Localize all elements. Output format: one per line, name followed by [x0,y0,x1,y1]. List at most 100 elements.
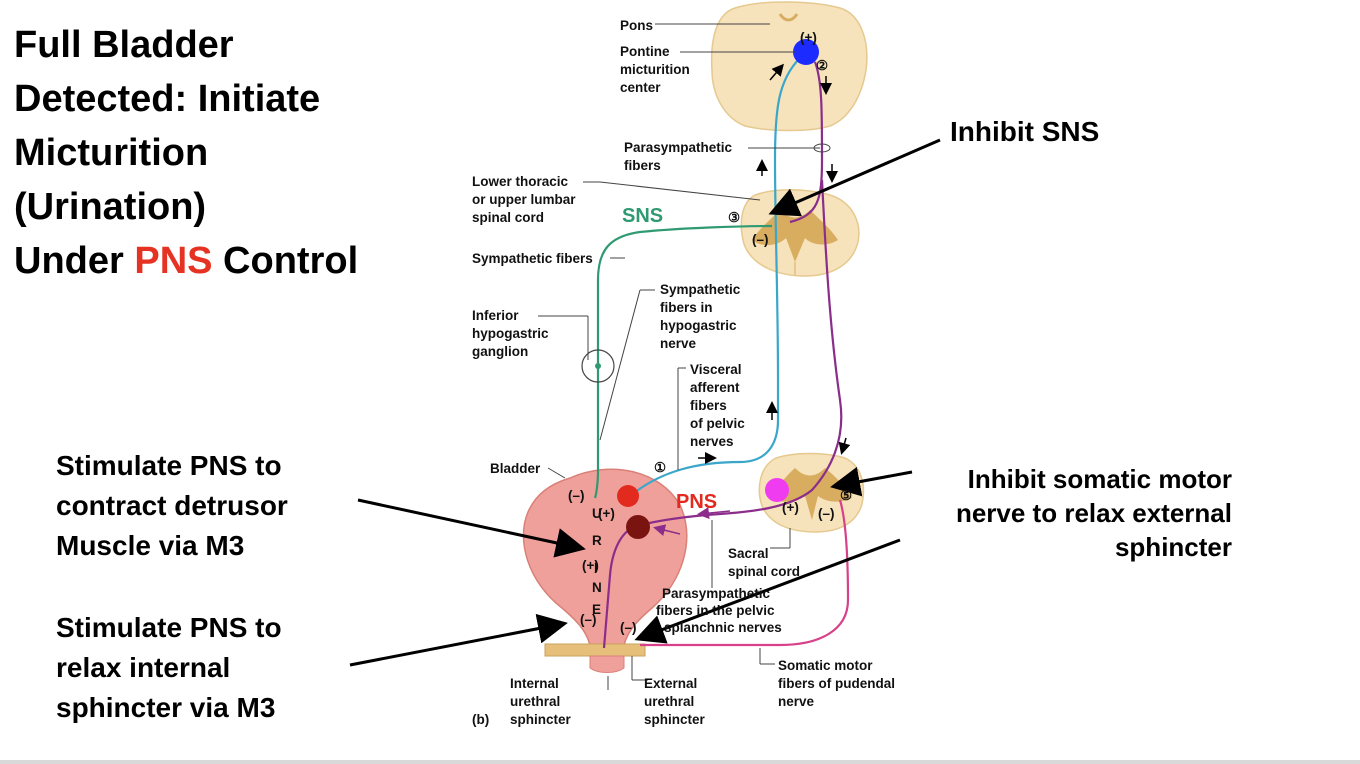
urethra [589,655,625,673]
internal-sphincter-dot [626,515,650,539]
sign-minus: (–) [818,506,835,521]
label-internal-3: sphincter [510,712,572,727]
label-ganglion-1: Inferior [472,308,519,323]
step-number-3: ③ [728,210,740,225]
sign-minus: (–) [620,620,637,635]
title-line: Full Bladder [14,24,234,66]
note-line: Stimulate PNS to [56,612,282,643]
title-line: Under PNS Control [14,234,444,288]
label-visceral-5: nerves [690,434,734,449]
urine-letter: U [592,506,602,521]
title-text: Control [212,240,359,282]
label-panel-b: (b) [472,712,489,727]
label-symp-hypo-3: hypogastric [660,318,737,333]
note-internal-sphincter: Stimulate PNS to relax internal sphincte… [56,608,282,728]
sign-plus: (+) [598,506,615,521]
slide-bottom-border [0,760,1360,764]
label-sacral-2: spinal cord [728,564,800,579]
note-line: relax internal [56,652,231,683]
direction-arrows [698,63,851,464]
label-thoracic-1: Lower thoracic [472,174,569,189]
label-visceral-1: Visceral [690,362,742,377]
label-sns: SNS [622,205,663,227]
label-visceral-2: afferent [690,380,740,395]
label-thoracic-3: spinal cord [472,210,544,225]
urine-letter: N [592,580,602,595]
label-internal-2: urethral [510,694,560,709]
label-pns: PNS [676,491,717,513]
label-symp-hypo-4: nerve [660,336,697,351]
note-line: sphincter [1114,532,1232,562]
label-visceral-4: of pelvic [690,416,745,431]
annotation-arrows [349,138,941,667]
note-line: Inhibit somatic motor [967,464,1232,494]
note-detrusor: Stimulate PNS to contract detrusor Muscl… [56,446,288,566]
inferior-hypogastric-ganglion [581,349,615,383]
urine-letter: I [594,560,598,575]
note-inhibit-sns: Inhibit SNS [950,116,1100,147]
label-thoracic-2: or upper lumbar [472,192,576,207]
label-pontine-2: micturition [620,62,690,77]
sign-plus: (+) [800,30,817,45]
pons-shape [710,1,868,132]
pns-pathway [602,179,843,649]
sign-minus: (–) [752,232,769,247]
title-line: Micturition [14,132,209,174]
detrusor-dot [617,485,639,507]
pons-center-dot [793,39,819,65]
note-line: contract detrusor [56,490,288,521]
leader-lines [538,23,820,690]
sign-plus: (+) [782,500,799,515]
descending-pathway [789,61,824,224]
title-pns-highlight: PNS [134,240,213,282]
slide-title: Full Bladder Detected: Initiate Micturit… [14,18,444,288]
label-external-1: External [644,676,697,691]
afferent-pathway [627,57,801,499]
sign-minus: (–) [568,488,585,503]
step-number-1: ① [654,460,666,475]
note-line: nerve to relax external [955,498,1232,528]
external-sphincter-band [544,643,646,657]
urine-letter: E [592,602,601,617]
title-line: Detected: Initiate [14,78,321,120]
label-sacral-1: Sacral [728,546,769,561]
bladder-shape [522,468,688,646]
label-splanchnic-3: splanchnic nerves [664,620,782,635]
note-somatic: Inhibit somatic motor nerve to relax ext… [900,462,1232,564]
pons-notch [778,13,799,22]
title-line: (Urination) [14,186,207,228]
label-pontine-3: center [620,80,661,95]
somatic-pathway [640,499,850,647]
label-pons: Pons [620,18,653,33]
sign-plus: (+) [582,558,599,573]
label-splanchnic-2: fibers in the pelvic [656,603,775,618]
label-parasym-2: fibers [624,158,661,173]
note-line: Stimulate PNS to [56,450,282,481]
label-pudendal-2: fibers of pudendal [778,676,895,691]
label-ganglion-2: hypogastric [472,326,549,341]
label-sympathetic-fibers: Sympathetic fibers [472,251,593,266]
label-internal-1: Internal [510,676,559,691]
sign-minus: (–) [580,612,597,627]
label-pudendal-3: nerve [778,694,815,709]
label-visceral-3: fibers [690,398,727,413]
label-symp-hypo-1: Sympathetic [660,282,741,297]
label-symp-hypo-2: fibers in [660,300,713,315]
label-ganglion-3: ganglion [472,344,528,359]
title-text: Under [14,240,135,282]
urine-letter: R [592,533,602,548]
label-parasym-1: Parasympathetic [624,140,733,155]
label-pontine-1: Pontine [620,44,670,59]
label-pudendal-1: Somatic motor [778,658,873,673]
note-line: Muscle via M3 [56,530,245,561]
sacral-pns-dot [765,478,789,502]
note-line: sphincter via M3 [56,692,276,723]
label-external-2: urethral [644,694,694,709]
step-number-5: ⑤ [840,488,852,503]
sympathetic-pathway [593,224,773,499]
step-number-2: ② [816,58,828,73]
label-splanchnic-1: Parasympathetic [662,586,771,601]
label-external-3: sphincter [644,712,706,727]
